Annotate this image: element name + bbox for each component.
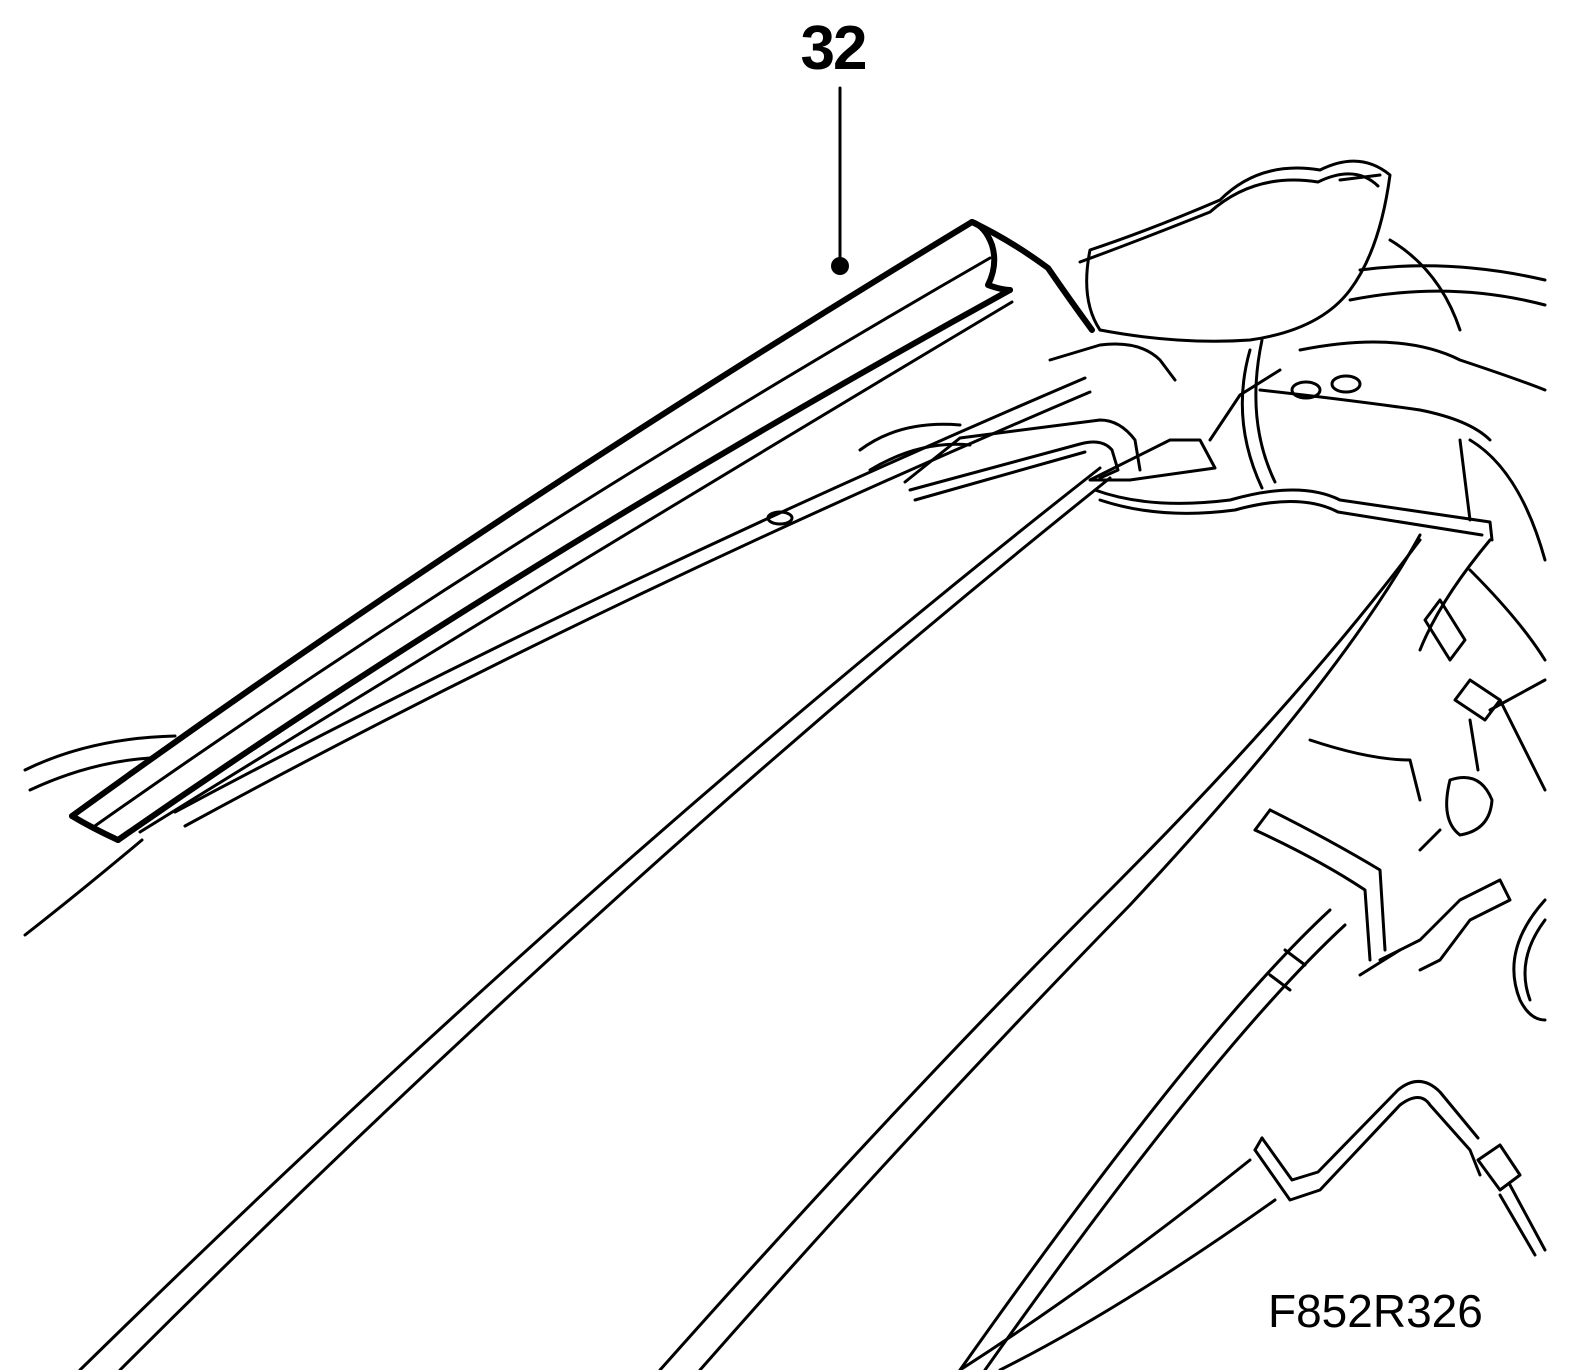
seal-strip-part-32 <box>69 219 1095 843</box>
cable-rod <box>958 1080 1547 1370</box>
part-callout-number: 32 <box>800 14 868 83</box>
bracket-assembly <box>858 342 1494 542</box>
callout-leader <box>831 86 849 275</box>
pillar-structure <box>658 438 1547 1370</box>
inner-panel-cutout <box>1078 159 1547 490</box>
figure-code: F852R326 <box>1268 1285 1483 1337</box>
roof-panel-lines <box>23 376 1112 1370</box>
